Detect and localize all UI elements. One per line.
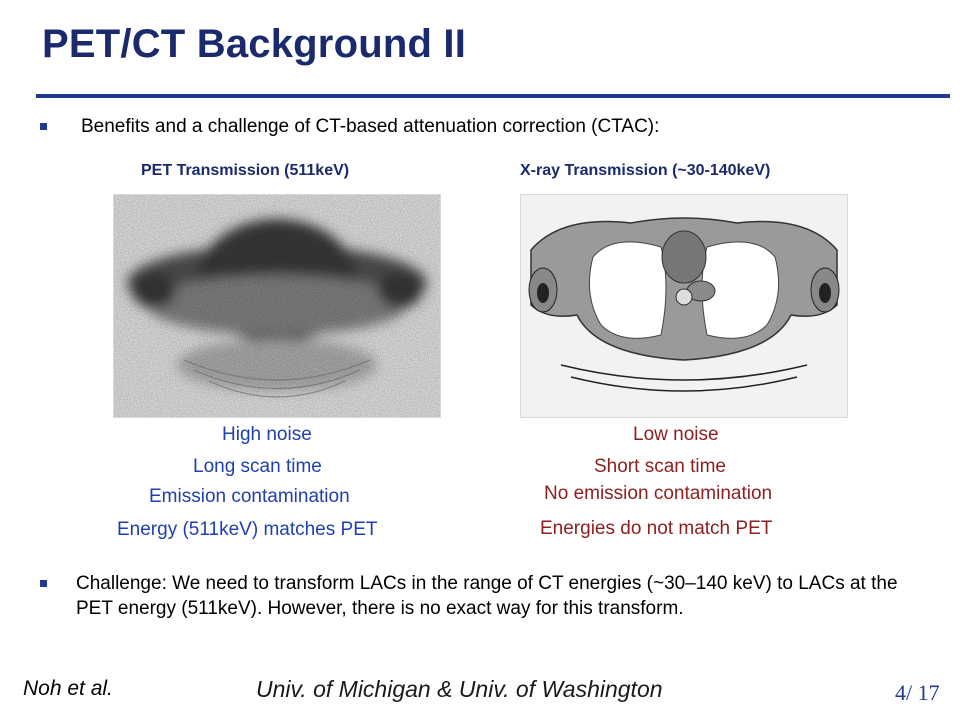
footer-author: Noh et al. bbox=[23, 677, 113, 700]
ct-point-no-emission-contamination: No emission contamination bbox=[544, 483, 773, 504]
page-number: 4/ 17 bbox=[895, 680, 940, 705]
slide-title: PET/CT Background II bbox=[42, 22, 467, 66]
bullet-item-ctac: Benefits and a challenge of CT-based att… bbox=[40, 114, 920, 139]
ct-point-energies-mismatch: Energies do not match PET bbox=[540, 518, 773, 539]
pet-point-emission-contamination: Emission contamination bbox=[149, 486, 350, 507]
xray-ct-image bbox=[520, 194, 848, 418]
title-rule bbox=[36, 94, 950, 98]
bullet-text: Challenge: We need to transform LACs in … bbox=[76, 573, 898, 619]
pet-point-long-scan-time: Long scan time bbox=[193, 456, 322, 477]
pet-point-high-noise: High noise bbox=[222, 424, 312, 445]
pet-point-energy-matches: Energy (511keV) matches PET bbox=[117, 519, 378, 540]
footer-affiliation: Univ. of Michigan & Univ. of Washington bbox=[256, 676, 663, 702]
square-bullet-icon bbox=[40, 123, 47, 130]
ct-point-low-noise: Low noise bbox=[633, 424, 719, 445]
pet-transmission-title: PET Transmission (511keV) bbox=[141, 162, 350, 179]
bullet-text: Benefits and a challenge of CT-based att… bbox=[81, 116, 660, 137]
pet-transmission-image bbox=[113, 194, 441, 418]
ct-point-short-scan-time: Short scan time bbox=[594, 456, 726, 477]
xray-transmission-title: X-ray Transmission (~30-140keV) bbox=[520, 162, 771, 179]
bullet-item-challenge: Challenge: We need to transform LACs in … bbox=[40, 571, 920, 621]
square-bullet-icon bbox=[40, 580, 47, 587]
